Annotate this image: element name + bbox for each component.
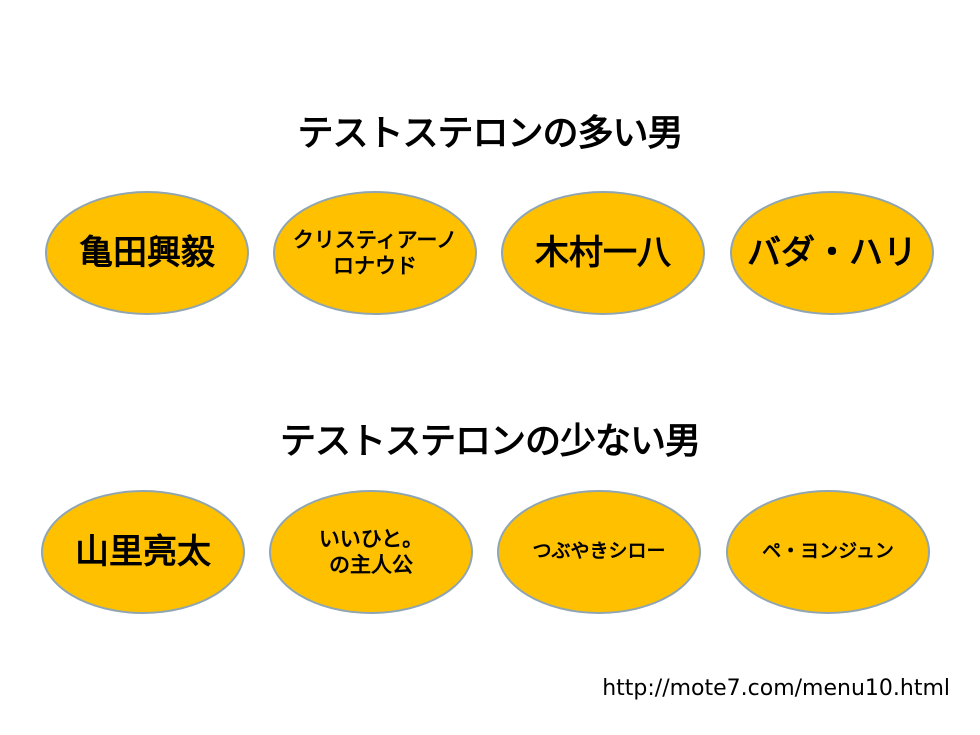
person-name-line: ロナウド xyxy=(333,254,417,278)
ellipse-person: ペ・ヨンジュン xyxy=(726,490,930,614)
source-url: http://mote7.com/menu10.html xyxy=(602,676,950,701)
ellipse-person: バダ・ハリ xyxy=(730,191,934,315)
person-name: ペ・ヨンジュン xyxy=(762,540,894,563)
ellipse-person: 木村一八 xyxy=(501,191,705,315)
section-title-high: テストステロンの多い男 xyxy=(297,113,683,154)
person-name: バダ・ハリ xyxy=(747,232,917,273)
person-name-line: クリスティアーノ xyxy=(292,227,458,252)
person-name: 亀田興毅 xyxy=(79,232,215,273)
person-name: 木村一八 xyxy=(535,232,671,273)
person-name-line: の主人公 xyxy=(329,553,413,577)
ellipse-person: つぶやきシロー xyxy=(497,490,701,614)
ellipse-person: クリスティアーノ ロナウド xyxy=(273,191,477,315)
ellipse-person: 亀田興毅 xyxy=(45,191,249,315)
person-name-line: いいひと。 xyxy=(318,526,424,551)
person-name: 山里亮太 xyxy=(75,531,211,572)
section-title-low: テストステロンの少ない男 xyxy=(279,421,701,462)
ellipse-person: いいひと。 の主人公 xyxy=(269,490,473,614)
ellipse-person: 山里亮太 xyxy=(41,490,245,614)
person-name: つぶやきシロー xyxy=(532,540,666,563)
